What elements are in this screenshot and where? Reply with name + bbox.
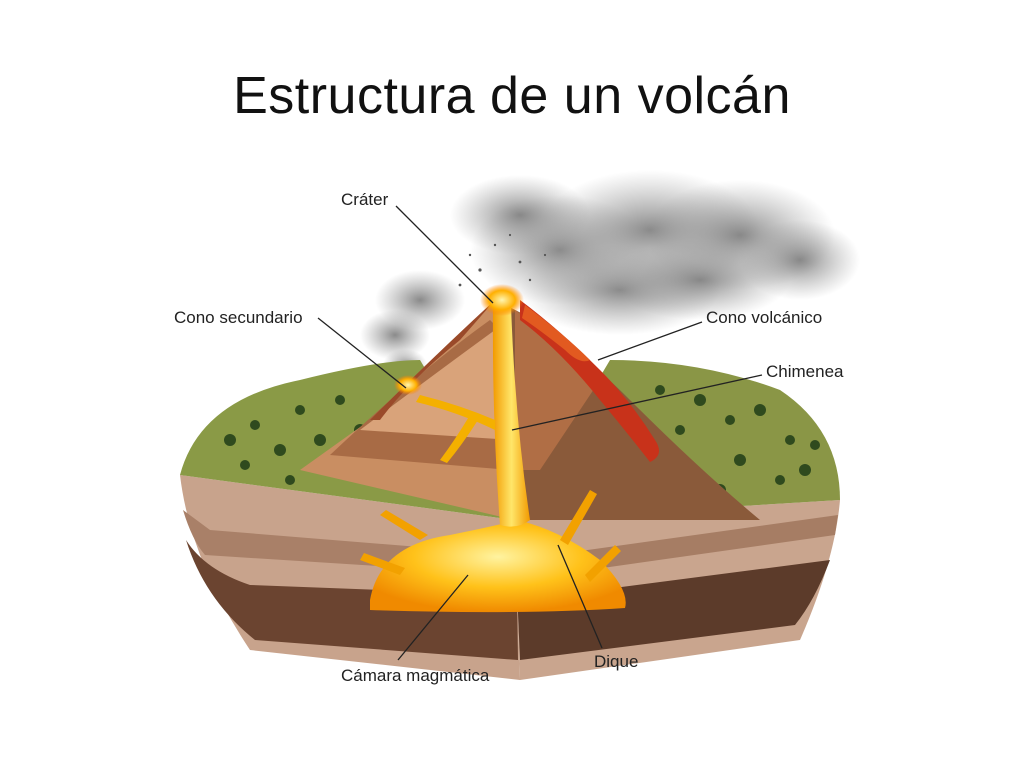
leader-lines xyxy=(317,205,763,661)
leader-cono-secundario xyxy=(317,317,407,389)
diagram-labels: Cráter Cono secundario Cono volcánico Ch… xyxy=(174,190,844,685)
label-dique: Dique xyxy=(594,652,638,671)
label-cono-secundario: Cono secundario xyxy=(174,308,303,327)
leader-crater xyxy=(395,205,494,304)
leader-dique xyxy=(557,544,603,649)
crater-glow xyxy=(394,233,547,395)
label-chimenea: Chimenea xyxy=(766,362,844,381)
chimney-conduit xyxy=(416,305,530,527)
magma-chamber xyxy=(360,490,626,613)
slide-title: Estructura de un volcán xyxy=(233,67,791,125)
label-camara-magmatica: Cámara magmática xyxy=(341,666,490,685)
leader-camara-magmatica xyxy=(397,574,469,661)
label-cono-volcanico: Cono volcánico xyxy=(706,308,822,327)
leader-cono-volcanico xyxy=(597,321,703,361)
label-crater: Cráter xyxy=(341,190,389,209)
leader-chimenea xyxy=(511,374,763,431)
smoke-plume xyxy=(360,170,860,381)
